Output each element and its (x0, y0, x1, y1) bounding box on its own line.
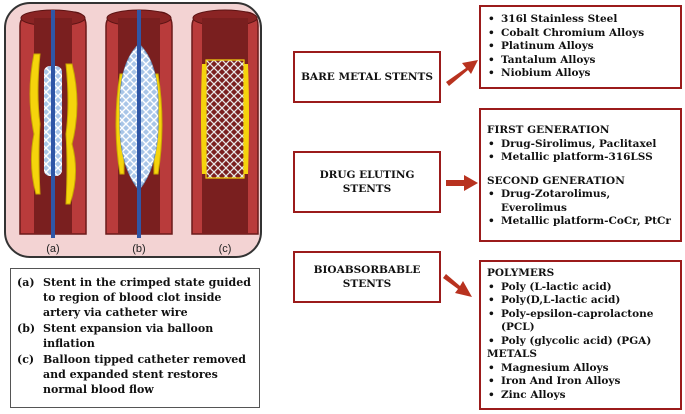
drug-eluting-stents-box: DRUG ELUTING STENTS (293, 151, 441, 213)
legend-box: (a) Stent in the crimped state guided to… (10, 268, 260, 408)
list-item: Zinc Alloys (487, 389, 674, 403)
arrow-bioabsorbable-icon (443, 274, 472, 297)
metals-list: Magnesium Alloys Iron And Iron Alloys Zi… (487, 362, 674, 403)
first-generation-list: Drug-Sirolimus, Paclitaxel Metallic plat… (487, 138, 674, 165)
arrow-drug-eluting-icon (446, 175, 478, 191)
polymers-list: Poly (L-lactic acid) Poly(D,L-lactic aci… (487, 281, 674, 349)
artery-c (191, 9, 259, 235)
label-a: (a) (46, 243, 59, 255)
bare-metal-stents-label: BARE METAL STENTS (301, 71, 433, 83)
list-item: Poly (L-lactic acid) (487, 281, 674, 295)
legend-key: (b) (17, 322, 36, 335)
legend-text: Stent in the crimped state guided to reg… (43, 276, 251, 319)
list-item: Poly-epsilon-caprolactone (PCL) (487, 308, 674, 335)
list-item: Metallic platform-316LSS (487, 151, 674, 165)
stent-illustration-panel: (a) (b) (c) (4, 2, 262, 258)
list-item: Poly (glycolic acid) (PGA) (487, 335, 674, 349)
list-item: Drug-Sirolimus, Paclitaxel (487, 138, 674, 152)
list-item: Cobalt Chromium Alloys (487, 27, 674, 41)
legend-item-a: (a) Stent in the crimped state guided to… (17, 275, 253, 320)
list-item: Poly(D,L-lactic acid) (487, 294, 674, 308)
legend-item-b: (b) Stent expansion via balloon inflatio… (17, 321, 253, 351)
metals-heading: METALS (487, 348, 537, 360)
legend-text: Balloon tipped catheter removed and expa… (43, 353, 246, 396)
bare-metal-stents-box: BARE METAL STENTS (293, 51, 441, 103)
drug-eluting-stents-label: DRUG ELUTING STENTS (319, 169, 415, 195)
stent-deployment-illustration: (a) (b) (c) (19, 9, 259, 255)
label-b: (b) (132, 243, 145, 255)
list-item: Metallic platform-CoCr, PtCr (487, 215, 674, 229)
legend-key: (a) (17, 276, 35, 289)
bioabsorbable-materials-box: POLYMERS Poly (L-lactic acid) Poly(D,L-l… (479, 260, 682, 410)
list-item: Magnesium Alloys (487, 362, 674, 376)
list-item: Drug-Zotarolimus, Everolimus (487, 188, 674, 215)
polymers-heading: POLYMERS (487, 267, 555, 279)
artery-b (105, 9, 173, 238)
list-item: Niobium Alloys (487, 67, 674, 81)
legend-item-c: (c) Balloon tipped catheter removed and … (17, 352, 253, 397)
first-generation-heading: FIRST GENERATION (487, 124, 610, 136)
bioabsorbable-stents-box: BIOABSORBABLE STENTS (293, 251, 441, 303)
list-item: Tantalum Alloys (487, 54, 674, 68)
drug-eluting-materials-box: FIRST GENERATION Drug-Sirolimus, Paclita… (479, 108, 682, 242)
second-generation-list: Drug-Zotarolimus, Everolimus Metallic pl… (487, 188, 674, 229)
bare-metal-list: 316l Stainless Steel Cobalt Chromium All… (487, 13, 674, 81)
artery-a (19, 9, 87, 238)
bioabsorbable-stents-label: BIOABSORBABLE STENTS (313, 264, 421, 290)
arrow-bare-metal-icon (446, 60, 478, 86)
list-item: Iron And Iron Alloys (487, 375, 674, 389)
list-item: 316l Stainless Steel (487, 13, 674, 27)
second-generation-heading: SECOND GENERATION (487, 174, 625, 187)
legend-text: Stent expansion via balloon inflation (43, 322, 214, 350)
legend-key: (c) (17, 353, 35, 366)
bare-metal-materials-box: 316l Stainless Steel Cobalt Chromium All… (479, 5, 682, 89)
list-item: Platinum Alloys (487, 40, 674, 54)
label-c: (c) (219, 243, 232, 255)
